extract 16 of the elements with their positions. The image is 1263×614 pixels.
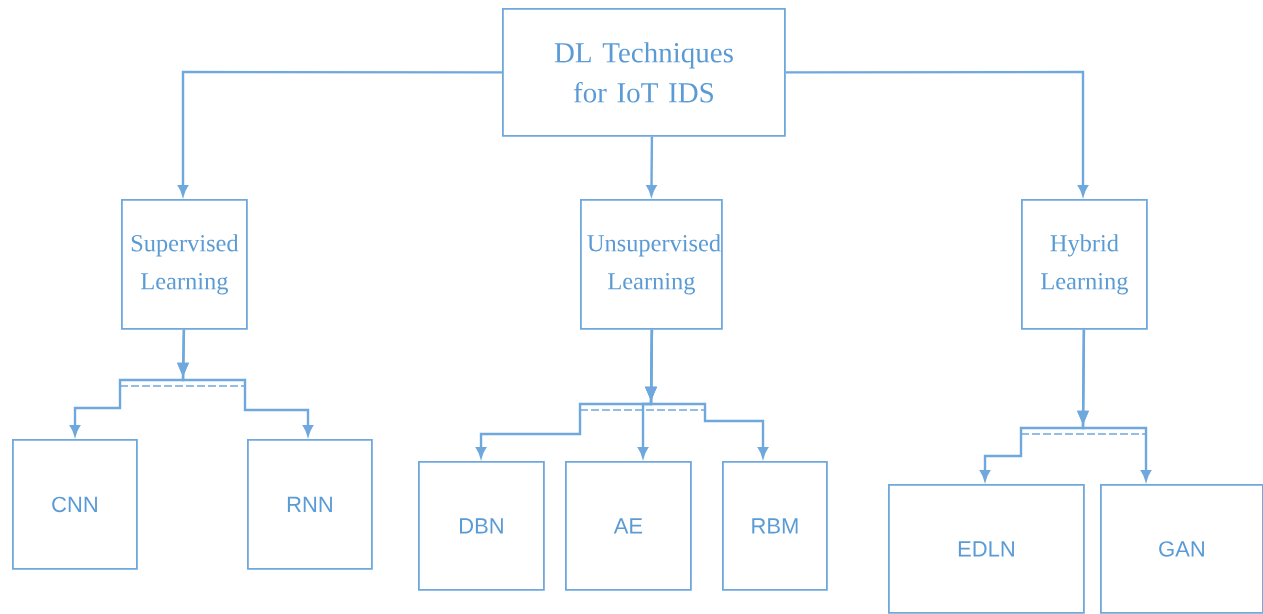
category-box: Unsupervised Learning: [580, 199, 723, 330]
technique-box: AE: [565, 461, 692, 591]
technique-box: EDLN: [888, 484, 1085, 614]
category-box: Supervised Learning: [121, 199, 248, 330]
technique-box: RBM: [722, 461, 828, 591]
technique-box: DBN: [418, 461, 545, 591]
arrow: [1077, 329, 1151, 481]
category-box: Hybrid Learning: [1021, 199, 1148, 330]
arrow: [645, 329, 768, 458]
root-box: DL Techniques for IoT IDS: [502, 8, 786, 137]
arrow: [785, 70, 1088, 196]
technique-box: GAN: [1100, 484, 1263, 614]
technique-box: CNN: [12, 439, 138, 570]
technique-box: RNN: [247, 439, 373, 570]
arrow: [177, 329, 313, 436]
arrow: [178, 70, 502, 196]
